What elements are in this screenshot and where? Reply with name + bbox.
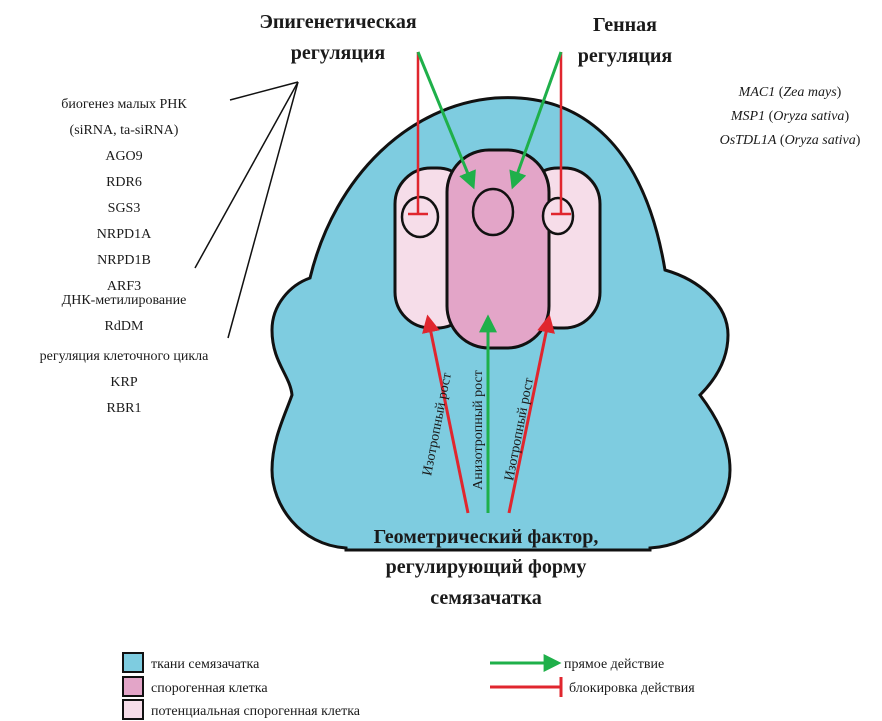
epigenetic-heading: Эпигенетическая регуляция bbox=[259, 11, 417, 64]
factor-line: KRP bbox=[110, 375, 137, 390]
legend-swatch-ovule-tissue bbox=[123, 653, 143, 672]
legend-label: потенциальная спорогенная клетка bbox=[151, 704, 361, 719]
genetic-heading: Генная регуляция bbox=[578, 14, 673, 67]
sporogenous-cell bbox=[447, 150, 549, 348]
svg-text:регулирующий форму: регулирующий форму bbox=[386, 556, 587, 578]
gene-entry: MAC1 (Zea mays) bbox=[738, 85, 842, 100]
gene-list: MAC1 (Zea mays) MSP1 (Oryza sativa) OsTD… bbox=[720, 85, 861, 148]
geometric-heading: Геометрический фактор, регулирующий форм… bbox=[374, 526, 599, 609]
svg-text:Геометрический фактор,: Геометрический фактор, bbox=[374, 526, 599, 548]
factor-line: NRPD1A bbox=[97, 227, 152, 242]
factor-line: SGS3 bbox=[108, 201, 141, 216]
factor-line: (siRNA, ta-siRNA) bbox=[70, 123, 179, 138]
legend: ткани семязачатка спорогенная клетка пот… bbox=[123, 653, 695, 719]
gene-entry: MSP1 (Oryza sativa) bbox=[730, 109, 850, 124]
factor-line: ДНК-метилирование bbox=[62, 293, 187, 308]
growth-label-center: Анизотропный рост bbox=[471, 370, 486, 490]
legend-inhibition-tbar bbox=[490, 677, 561, 697]
factor-line: AGO9 bbox=[105, 149, 142, 164]
svg-text:Генная: Генная bbox=[593, 14, 657, 36]
gene-entry: OsTDL1A (Oryza sativa) bbox=[720, 133, 861, 148]
factor-line: NRPD1B bbox=[97, 253, 151, 268]
svg-text:регуляция: регуляция bbox=[578, 45, 673, 67]
legend-label: блокировка действия bbox=[569, 681, 695, 696]
legend-swatch-sporogenous-cell bbox=[123, 677, 143, 696]
nucleus-left bbox=[402, 197, 438, 237]
factor-line: регуляция клеточного цикла bbox=[40, 349, 209, 364]
factor-line: RdDM bbox=[105, 319, 144, 334]
cell-cycle-factor-list: регуляция клеточного цикла KRP RBR1 bbox=[40, 349, 209, 416]
legend-swatch-potential-sporogenous-cell bbox=[123, 700, 143, 719]
legend-label: спорогенная клетка bbox=[151, 681, 268, 696]
nucleus-right bbox=[543, 198, 573, 234]
svg-text:регуляция: регуляция bbox=[291, 42, 386, 64]
factor-line: RBR1 bbox=[106, 401, 141, 416]
svg-text:Эпигенетическая: Эпигенетическая bbox=[259, 11, 417, 33]
small-rna-factor-list: биогенез малых РНК (siRNA, ta-siRNA) AGO… bbox=[61, 97, 187, 294]
factor-line: RDR6 bbox=[106, 175, 142, 190]
nucleus-center bbox=[473, 189, 513, 235]
factor-line: ARF3 bbox=[107, 279, 141, 294]
factor-line: биогенез малых РНК bbox=[61, 97, 187, 112]
legend-label: ткани семязачатка bbox=[151, 657, 260, 672]
legend-label: прямое действие bbox=[564, 657, 664, 672]
svg-text:семязачатка: семязачатка bbox=[430, 587, 541, 609]
dna-methylation-factor-list: ДНК-метилирование RdDM bbox=[62, 293, 187, 334]
